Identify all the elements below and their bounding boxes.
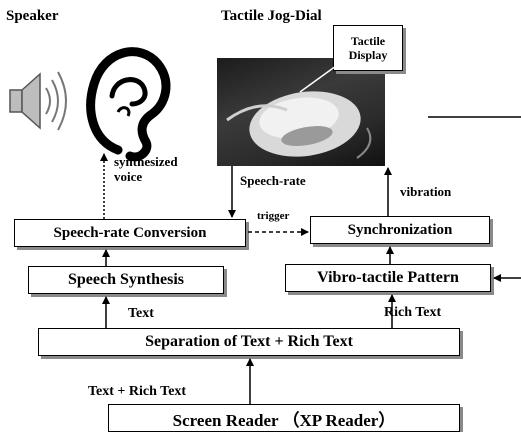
speaker-label: Speaker [6, 8, 59, 24]
jogdial-label: Tactile Jog-Dial [221, 8, 322, 24]
jogdial-photo [217, 58, 385, 166]
trigger-label: trigger [257, 210, 290, 222]
speech-rate-conversion-box: Speech-rate Conversion [14, 219, 246, 247]
synthesized-label-line1: synthesized [114, 154, 178, 169]
jogdial-mouse-graphic [226, 91, 372, 159]
text-rich-text-label: Text + Rich Text [88, 384, 187, 399]
speech-rate-label: Speech-rate [240, 173, 306, 188]
speech-synthesis-box: Speech Synthesis [28, 266, 224, 294]
tactile-display-label-line1: Tactile [350, 34, 386, 48]
vibro-tactile-pattern-box: Vibro-tactile Pattern [285, 264, 491, 292]
synchronization-box: Synchronization [310, 216, 490, 244]
tactile-display-callout: Tactile Display [333, 25, 403, 71]
rich-text-label: Rich Text [384, 305, 442, 320]
tactile-display-label-line2: Display [348, 48, 388, 62]
separation-box: Separation of Text + Rich Text [38, 328, 460, 356]
text-label: Text [128, 306, 154, 321]
synthesized-label-line2: voice [114, 169, 143, 184]
screen-reader-box: Screen Reader （XP Reader） [108, 404, 460, 432]
synthesized-voice-label: synthesized voice [114, 154, 178, 184]
vibration-label: vibration [400, 184, 452, 199]
